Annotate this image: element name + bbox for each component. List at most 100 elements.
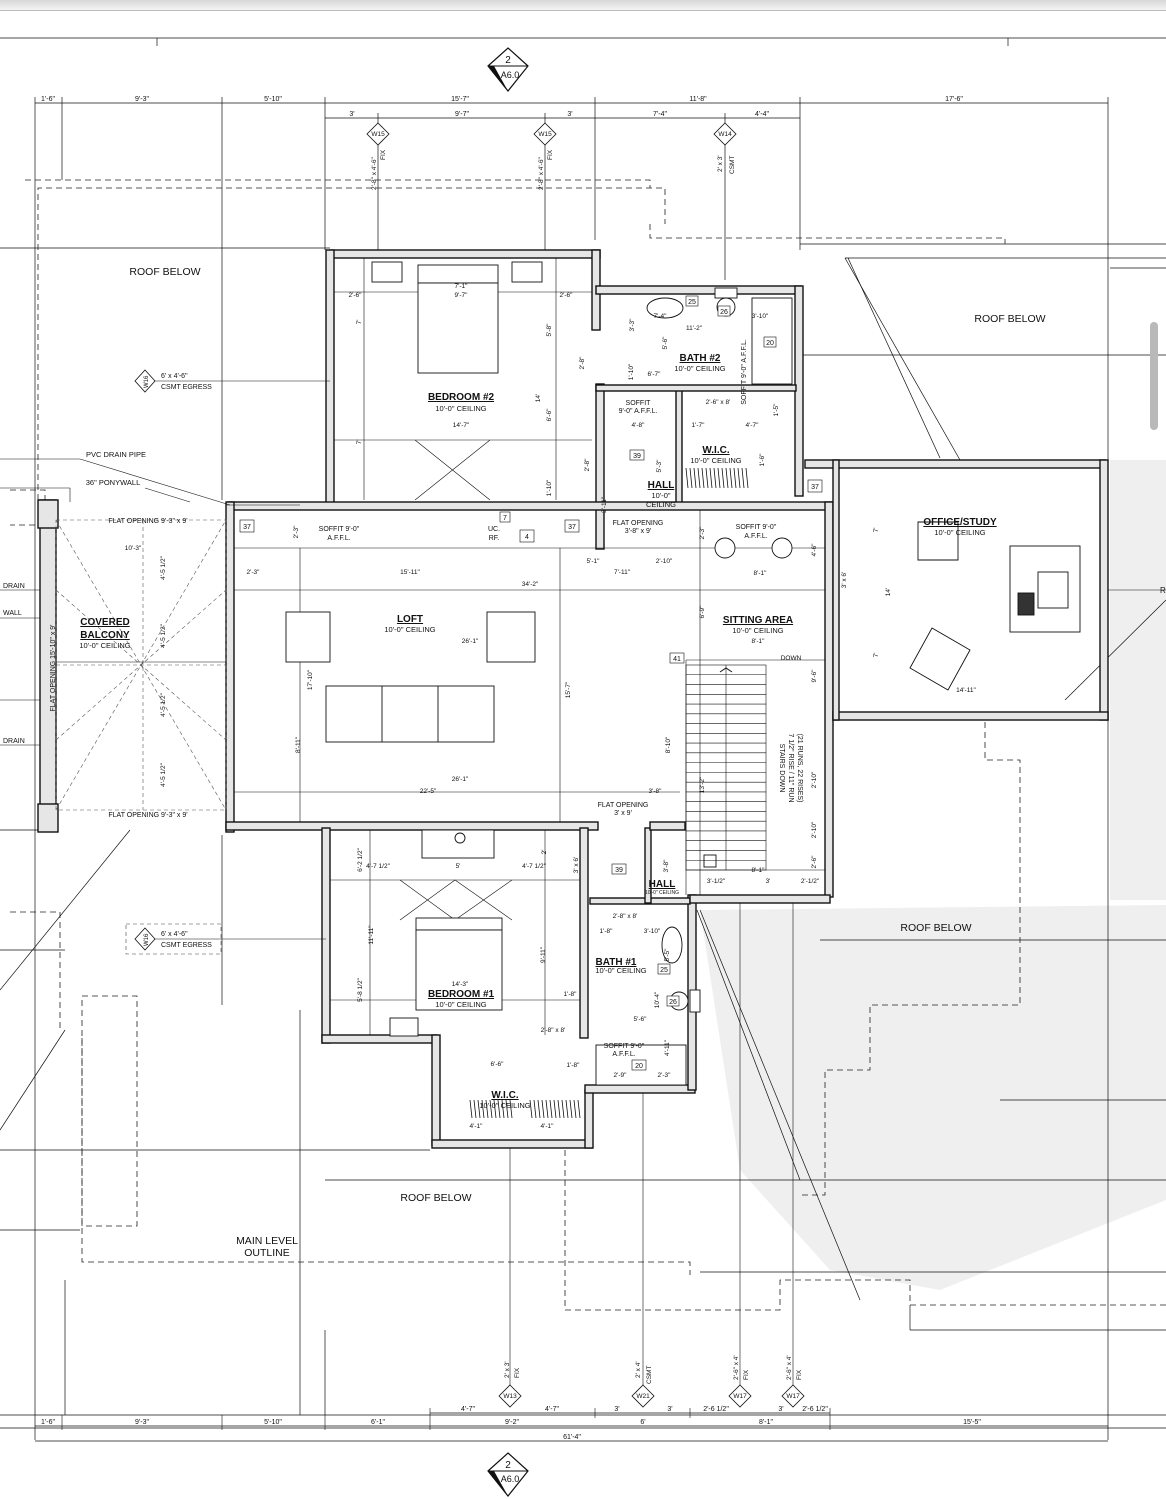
closet-hatch-line [485, 1099, 489, 1119]
svg-text:3'-8": 3'-8" [663, 859, 670, 873]
scrollbar-thumb[interactable] [1150, 322, 1158, 430]
svg-text:1'-6": 1'-6" [759, 453, 766, 467]
svg-text:A.F.F.L.: A.F.F.L. [744, 533, 767, 540]
dim-top-2: 9'-3" [135, 96, 149, 103]
dim-top2-4: 7'-4" [653, 111, 667, 118]
svg-text:10'-3": 10'-3" [125, 545, 142, 552]
closet-hatch-line [709, 467, 713, 489]
svg-text:14'-7": 14'-7" [453, 422, 470, 429]
closet-hatch-line [505, 1099, 509, 1119]
dim-top-3: 5'-10" [264, 96, 282, 103]
section-marker-top[interactable]: 2 A6.0 [487, 47, 529, 92]
svg-text:2'-3": 2'-3" [247, 569, 261, 576]
closet-hatch-line [473, 1099, 477, 1119]
svg-text:10'-0": 10'-0" [651, 491, 670, 500]
svg-text:3'-8": 3'-8" [649, 788, 663, 795]
svg-text:2'-8": 2'-8" [579, 356, 586, 370]
svg-text:6'-7": 6'-7" [648, 371, 662, 378]
roof-shading [700, 460, 1166, 1290]
svg-text:7': 7' [356, 320, 363, 325]
svg-text:2'-8" x 4'-6": 2'-8" x 4'-6" [538, 157, 545, 190]
roof-below-1: ROOF BELOW [129, 266, 200, 278]
svg-text:FIX: FIX [380, 149, 387, 160]
pvc-drain-pipe: PVC DRAIN PIPE [86, 450, 146, 459]
svg-text:10'-0" CEILING: 10'-0" CEILING [384, 625, 435, 634]
svg-text:4'-5 1/2": 4'-5 1/2" [160, 692, 167, 716]
window-tag-w14[interactable]: W14 2' x 3' CSMT [713, 122, 737, 174]
section-number-bottom: 2 [505, 1460, 511, 1471]
closet-hatch-line [469, 1099, 473, 1119]
room-covered-balcony: COVERED [80, 617, 129, 628]
dim-top2-3: 3' [567, 111, 572, 118]
svg-text:W15: W15 [371, 131, 385, 138]
svg-text:FLAT OPENING 9'-3" x 9': FLAT OPENING 9'-3" x 9' [108, 812, 187, 819]
window-tag-w16-upper[interactable]: W16 6' x 4'-6" CSMT EGRESS [134, 369, 330, 393]
svg-text:9'-0" A.F.F.L.: 9'-0" A.F.F.L. [619, 408, 658, 415]
svg-text:2'-3": 2'-3" [699, 526, 706, 540]
svg-text:25: 25 [660, 967, 668, 974]
closet-hatch-line [537, 1099, 541, 1119]
window-tag-w16-lower[interactable]: W16 6' x 4'-6" CSMT EGRESS [125, 923, 326, 955]
room-wic-top: W.I.C. [702, 445, 729, 456]
svg-text:FLAT OPENING 15'-10" x 9': FLAT OPENING 15'-10" x 9' [50, 625, 57, 712]
room-bath-1: BATH #1 [596, 957, 637, 968]
svg-text:15'-5": 15'-5" [963, 1419, 981, 1426]
svg-text:W17: W17 [733, 1393, 747, 1400]
stairs [685, 664, 767, 871]
svg-text:2'-6" x 4': 2'-6" x 4' [786, 1355, 793, 1380]
closet-hatch-line [509, 1099, 513, 1119]
svg-text:10'-0" CEILING: 10'-0" CEILING [645, 890, 679, 896]
svg-text:2' x 4': 2' x 4' [635, 1361, 642, 1378]
svg-text:9'-6": 9'-6" [811, 669, 818, 683]
svg-text:4'-7": 4'-7" [746, 422, 760, 429]
furniture [285, 261, 1081, 1086]
svg-text:CSMT: CSMT [729, 156, 736, 174]
window-tag-w17-right[interactable]: W17 2'-6" x 4' FIX [781, 903, 805, 1408]
svg-text:W16: W16 [144, 375, 150, 388]
window-tag-w15-left[interactable]: W15 2'-8" x 4'-6" FIX [366, 122, 390, 190]
closet-hatch-line [713, 467, 717, 489]
svg-text:5': 5' [456, 863, 461, 870]
closet-hatch-line [561, 1099, 565, 1119]
closet-hatch-line [481, 1099, 485, 1119]
window-tag-w17-left[interactable]: W17 2'-6" x 4' FIX [728, 903, 752, 1408]
svg-text:1'-5": 1'-5" [773, 403, 780, 417]
window-tag-w13[interactable]: W13 2' x 3' FIX [498, 1148, 522, 1408]
svg-text:2' x 3': 2' x 3' [504, 1361, 511, 1378]
svg-text:STAIRS DOWN: STAIRS DOWN [778, 744, 785, 793]
closet-hatch-line [717, 467, 721, 489]
svg-text:10'-0" CEILING: 10'-0" CEILING [732, 626, 783, 635]
closet-hatch-line [553, 1099, 557, 1119]
room-bedroom-2: BEDROOM #2 [428, 392, 495, 403]
svg-text:W17: W17 [786, 1393, 800, 1400]
closet-hatch-line [565, 1099, 569, 1119]
svg-text:2'-6 1/2": 2'-6 1/2" [703, 1406, 729, 1413]
svg-text:8'-1": 8'-1" [759, 1419, 773, 1426]
svg-text:26: 26 [669, 999, 677, 1006]
svg-text:2'-9": 2'-9" [614, 1072, 628, 1079]
svg-text:7: 7 [503, 515, 507, 522]
svg-text:DOWN: DOWN [781, 655, 802, 662]
window-tag-w15-right[interactable]: W15 2'-8" x 4'-6" FIX [533, 122, 557, 190]
section-marker-bottom[interactable]: 2 A6.0 [487, 1452, 529, 1497]
svg-text:5'-6": 5'-6" [662, 336, 669, 350]
svg-text:SOFFIT 9'-0" A.F.F.L.: SOFFIT 9'-0" A.F.F.L. [741, 339, 748, 405]
svg-text:10'-0" CEILING: 10'-0" CEILING [934, 528, 985, 537]
svg-text:10'-0" CEILING: 10'-0" CEILING [435, 404, 486, 413]
svg-text:10'-0" CEILING: 10'-0" CEILING [690, 456, 741, 465]
svg-text:2'-10": 2'-10" [811, 771, 818, 788]
viewer-top-bar [0, 0, 1166, 11]
svg-text:2'-3": 2'-3" [658, 1072, 672, 1079]
svg-text:4'-7": 4'-7" [545, 1406, 559, 1413]
room-hall-bottom: HALL [649, 879, 676, 890]
svg-text:SOFFIT: SOFFIT [626, 400, 652, 407]
tag-boxes: 25 26 20 39 37 37 37 4 7 41 39 25 26 20 [239, 295, 823, 1071]
window-tag-w21[interactable]: W21 2' x 4' CSMT [631, 1093, 655, 1408]
room-bath-2: BATH #2 [680, 353, 721, 364]
svg-text:5'-6": 5'-6" [634, 1016, 648, 1023]
svg-text:4'-6": 4'-6" [811, 543, 818, 557]
plan-notes: SOFFIT 9'-0" A.F.F.L. SOFFIT 9'-0" A.F.F… [50, 339, 803, 1058]
closet-hatch-line [573, 1099, 577, 1119]
svg-text:W15: W15 [538, 131, 552, 138]
svg-text:3': 3' [614, 1406, 619, 1413]
